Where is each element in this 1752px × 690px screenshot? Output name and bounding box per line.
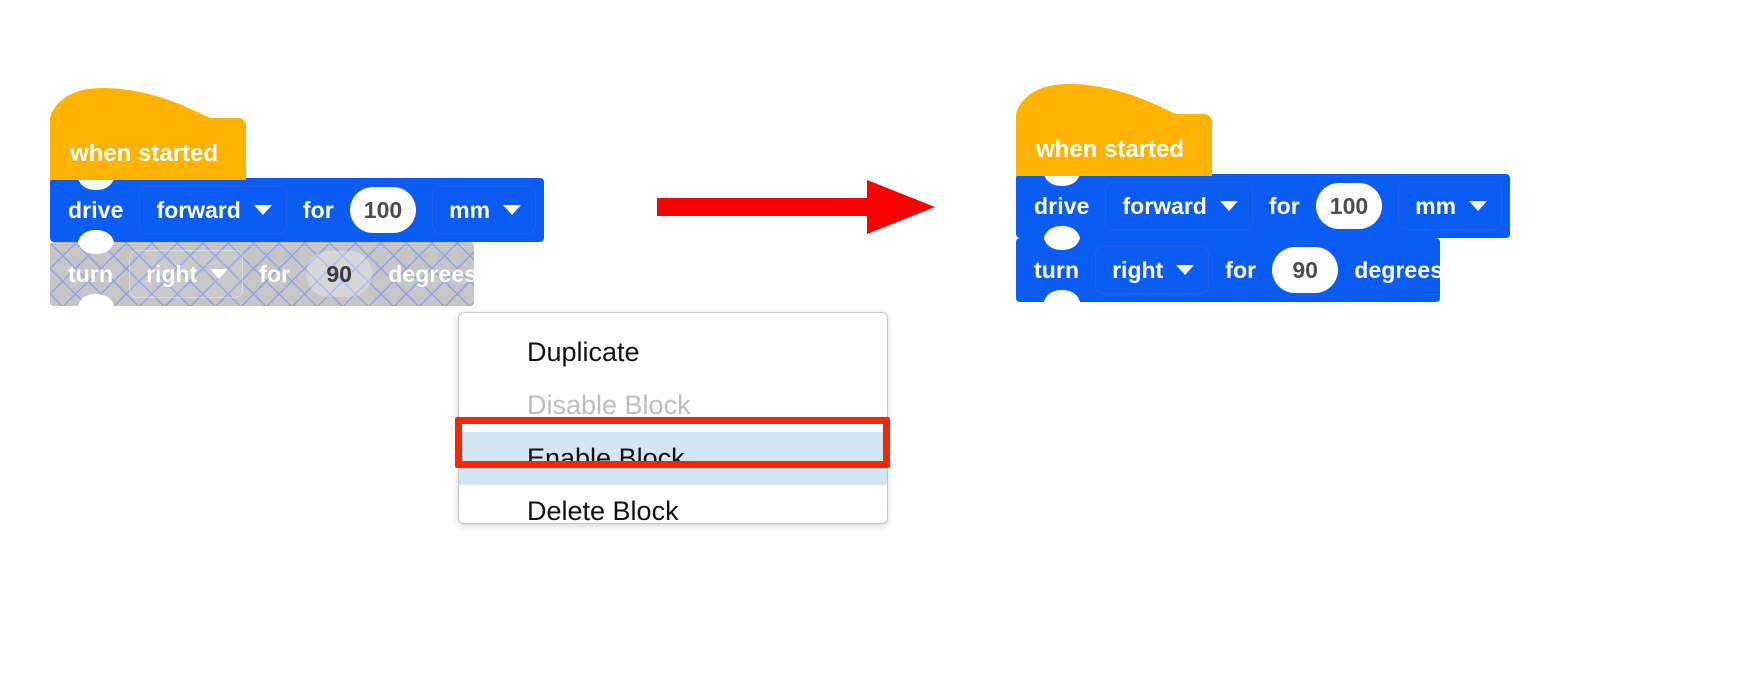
after-drive-direction-dropdown[interactable]: forward xyxy=(1105,182,1253,230)
after-turn-block[interactable]: turn right for 90 degrees xyxy=(1016,238,1444,302)
before-turn-unit: degrees xyxy=(388,260,478,287)
chevron-down-icon xyxy=(503,205,522,215)
before-drive-amount-input[interactable]: 100 xyxy=(349,187,417,233)
after-hat-label: when started xyxy=(1036,136,1185,163)
context-menu[interactable]: Duplicate Disable Block Enable Block Del… xyxy=(458,312,888,526)
before-hat-label: when started xyxy=(70,140,219,167)
before-block-stack: when started drive forward for 100 mm xyxy=(50,84,544,306)
before-turn-block-disabled[interactable]: turn right for 90 degrees xyxy=(50,242,478,306)
before-drive-unit-value: mm xyxy=(449,196,491,223)
chevron-down-icon xyxy=(1469,201,1488,211)
hat-block-shape xyxy=(50,88,246,180)
after-drive-amount-input[interactable]: 100 xyxy=(1315,183,1383,229)
menu-item-disable-block: Disable Block xyxy=(527,390,691,420)
before-turn-direction-dropdown[interactable]: right xyxy=(129,250,244,298)
before-turn-verb: turn xyxy=(68,260,114,287)
before-turn-preposition: for xyxy=(259,260,291,287)
chevron-down-icon xyxy=(1176,265,1195,275)
after-drive-unit-dropdown[interactable]: mm xyxy=(1398,182,1503,230)
after-when-started-block[interactable]: when started xyxy=(1016,80,1212,176)
after-drive-verb: drive xyxy=(1034,192,1090,219)
after-drive-preposition: for xyxy=(1268,192,1300,219)
before-turn-direction-value: right xyxy=(146,260,198,287)
before-when-started-block[interactable]: when started xyxy=(50,84,246,180)
after-drive-unit-value: mm xyxy=(1415,192,1457,219)
after-turn-verb: turn xyxy=(1034,256,1080,283)
before-turn-amount-input[interactable]: 90 xyxy=(306,251,373,297)
menu-item-enable-block[interactable]: Enable Block xyxy=(459,432,887,485)
chevron-down-icon xyxy=(1219,201,1238,211)
chevron-down-icon xyxy=(210,269,229,279)
before-drive-direction-value: forward xyxy=(156,196,241,223)
after-turn-direction-dropdown[interactable]: right xyxy=(1095,246,1210,294)
after-turn-amount-input[interactable]: 90 xyxy=(1272,247,1339,293)
turn-block-shape xyxy=(50,242,474,306)
after-drive-direction-value: forward xyxy=(1122,192,1207,219)
chevron-down-icon xyxy=(253,205,272,215)
hat-block-shape xyxy=(1016,84,1212,176)
menu-item-duplicate[interactable]: Duplicate xyxy=(527,337,640,367)
before-drive-unit-dropdown[interactable]: mm xyxy=(432,186,537,234)
before-drive-verb: drive xyxy=(68,196,124,223)
right-arrow-svg xyxy=(657,180,935,234)
after-turn-preposition: for xyxy=(1225,256,1257,283)
before-drive-preposition: for xyxy=(302,196,334,223)
after-turn-unit: degrees xyxy=(1354,256,1444,283)
after-drive-block[interactable]: drive forward for 100 mm xyxy=(1016,174,1510,238)
before-drive-block[interactable]: drive forward for 100 mm xyxy=(50,178,544,242)
before-drive-direction-dropdown[interactable]: forward xyxy=(139,186,287,234)
after-block-stack: when started drive forward for 100 mm tu… xyxy=(1016,80,1510,302)
after-turn-direction-value: right xyxy=(1112,256,1164,283)
menu-item-delete-block[interactable]: Delete Block xyxy=(527,496,679,526)
